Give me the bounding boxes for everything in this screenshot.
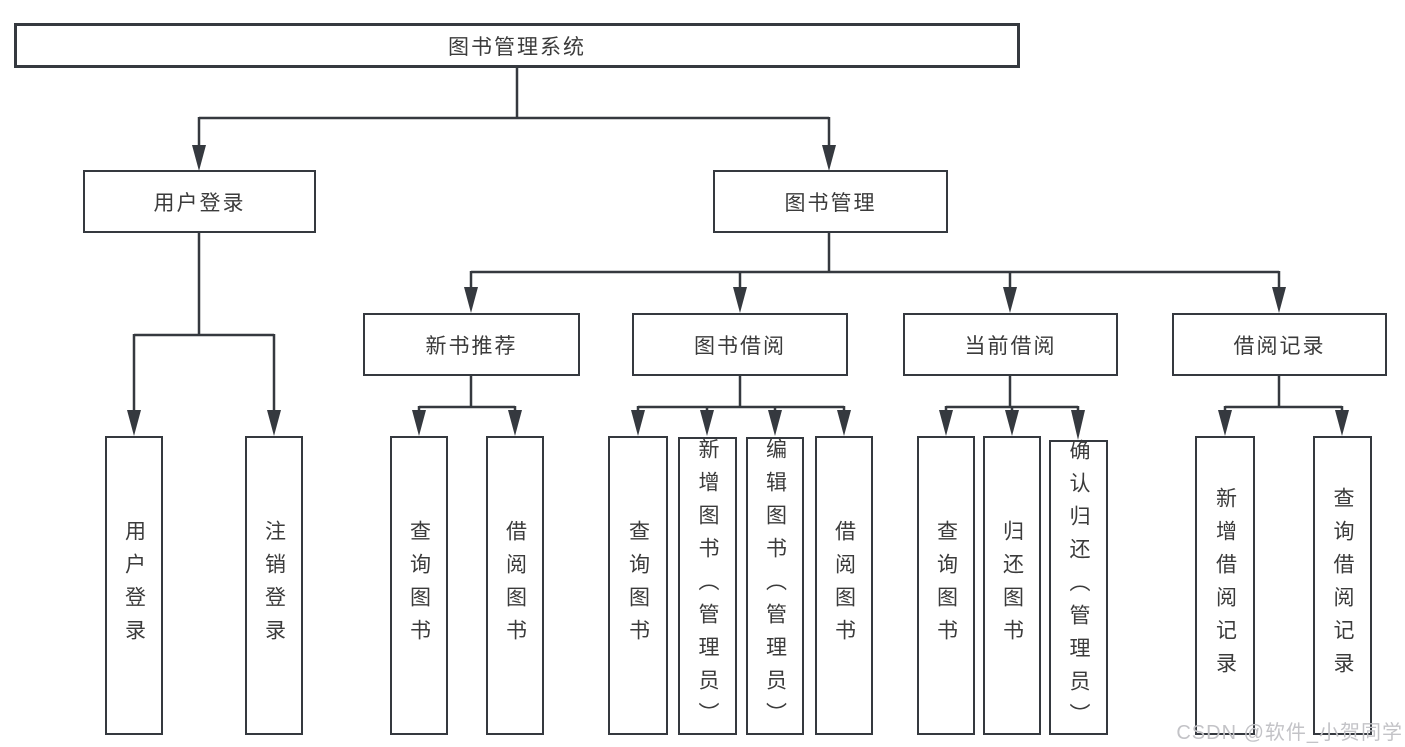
node-current-borrow-label: 当前借阅: [964, 334, 1057, 358]
leaf-logout-label: 注销登录: [262, 519, 286, 652]
csdn-watermark: CSDN @软件_小贺同学: [1176, 722, 1403, 744]
leaf-return-book: 归还图书: [983, 436, 1041, 735]
leaf-query-books-borrow: 查询图书: [608, 436, 668, 735]
leaf-add-book-admin-label: 新增图书（管理员）: [696, 437, 719, 735]
node-new-book-recommend-label: 新书推荐: [425, 334, 518, 358]
node-book-borrow: 图书借阅: [632, 313, 848, 376]
node-user-login-group: 用户登录: [83, 170, 316, 233]
leaf-confirm-return-admin: 确认归还（管理员）: [1049, 439, 1108, 736]
leaf-return-book-label: 归还图书: [1000, 519, 1024, 652]
leaf-add-book-admin: 新增图书（管理员）: [678, 437, 737, 735]
leaf-edit-book-admin: 编辑图书（管理员）: [746, 437, 804, 735]
leaf-edit-book-admin-label: 编辑图书（管理员）: [763, 437, 787, 735]
node-new-book-recommend: 新书推荐: [363, 313, 580, 376]
leaf-user-login: 用户登录: [105, 436, 163, 735]
leaf-query-books-current: 查询图书: [917, 436, 975, 735]
node-root: 图书管理系统: [14, 23, 1020, 68]
leaf-query-books-borrow-label: 查询图书: [626, 519, 650, 652]
leaf-query-books-current-label: 查询图书: [934, 519, 958, 652]
leaf-confirm-return-admin-label: 确认归还（管理员）: [1067, 439, 1090, 736]
leaf-add-borrow-record: 新增借阅记录: [1195, 436, 1255, 735]
node-current-borrow: 当前借阅: [903, 313, 1118, 376]
leaf-query-books-newbook-label: 查询图书: [407, 519, 431, 652]
leaf-query-borrow-record-label: 查询借阅记录: [1331, 486, 1354, 685]
node-book-borrow-label: 图书借阅: [694, 334, 786, 358]
leaf-logout: 注销登录: [245, 436, 303, 735]
leaf-user-login-label: 用户登录: [122, 519, 146, 652]
leaf-query-books-newbook: 查询图书: [390, 436, 448, 735]
leaf-borrow-books-newbook-label: 借阅图书: [503, 519, 527, 652]
node-borrow-records-label: 借阅记录: [1233, 334, 1326, 358]
leaf-borrow-books-newbook: 借阅图书: [486, 436, 544, 735]
leaf-query-borrow-record: 查询借阅记录: [1313, 436, 1372, 735]
leaf-add-borrow-record-label: 新增借阅记录: [1213, 486, 1237, 685]
leaf-borrow-books-borrow: 借阅图书: [815, 436, 873, 735]
node-borrow-records: 借阅记录: [1172, 313, 1387, 376]
node-user-login-group-label: 用户登录: [153, 191, 246, 215]
node-root-label: 图书管理系统: [448, 35, 586, 59]
node-book-management-group-label: 图书管理: [784, 191, 877, 215]
leaf-borrow-books-borrow-label: 借阅图书: [832, 519, 856, 652]
node-book-management-group: 图书管理: [713, 170, 948, 233]
